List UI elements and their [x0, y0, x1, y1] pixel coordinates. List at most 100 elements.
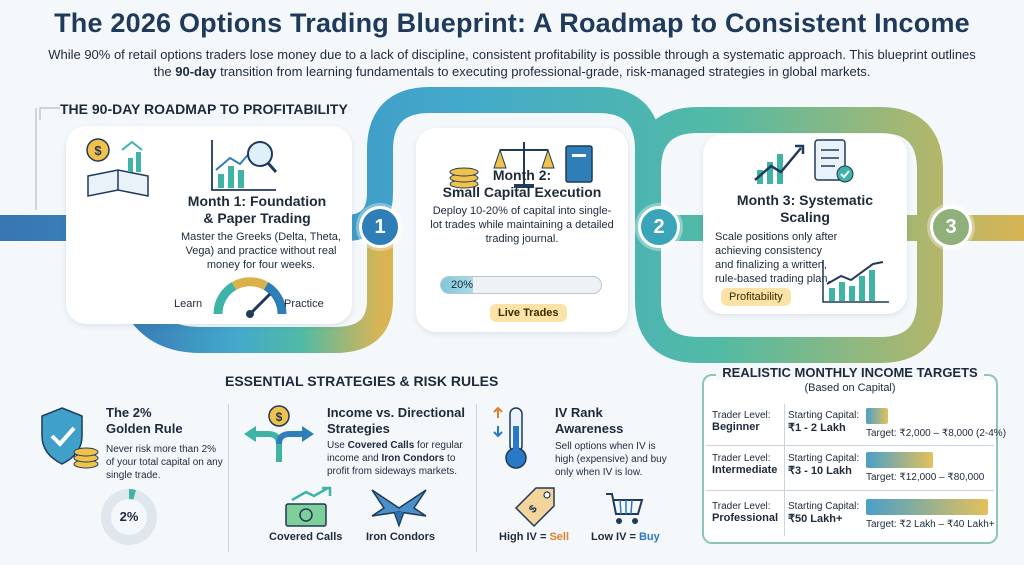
low-iv-action: Buy — [638, 531, 660, 543]
high-iv-action: Sell — [549, 531, 570, 543]
month-3-title-line2: Scaling — [780, 209, 830, 225]
income-targets-box — [702, 374, 998, 544]
intro-text-bold: 90-day — [175, 64, 217, 79]
month-3-card: Month 3: Systematic Scaling Scale positi… — [703, 134, 907, 314]
month-3-title-line1: Month 3: Systematic — [736, 192, 874, 208]
target-row-beginner: Trader Level: Beginner — [712, 410, 771, 433]
intro-text-part1: While 90% of retail options traders lose… — [48, 47, 976, 79]
golden-rule-title-line1: The 2% — [106, 405, 152, 420]
high-iv-label: High IV = Sell — [499, 531, 569, 543]
intermediate-target: Target: ₹12,000 – ₹80,000 — [866, 472, 985, 483]
beginner-level-label: Trader Level: — [712, 410, 771, 421]
iv-rank-block: IV Rank Awareness Sell options when IV i… — [555, 405, 675, 479]
month-3-title: Month 3: Systematic Scaling — [703, 192, 907, 226]
golden-rule-title-line2: Golden Rule — [106, 421, 183, 436]
income-targets-header: REALISTIC MONTHLY INCOME TARGETS — [702, 364, 998, 382]
targets-row-divider-1 — [706, 445, 994, 446]
targets-column-divider — [784, 404, 785, 536]
month-1-body: Master the Greeks (Delta, Theta, Vega) a… — [181, 231, 341, 271]
income-strategies-title: Income vs. Directional Strategies — [327, 405, 473, 437]
covered-calls-label: Covered Calls — [269, 531, 343, 543]
intermediate-capital: Starting Capital: ₹3 - 10 Lakh — [788, 453, 859, 477]
golden-rule-title: The 2% Golden Rule — [106, 405, 224, 437]
professional-level-name: Professional — [712, 512, 779, 524]
professional-capital-label: Starting Capital: — [788, 501, 860, 512]
beginner-level-name: Beginner — [712, 421, 760, 433]
month-2-title-line1: Month 2: — [492, 167, 552, 183]
roadmap-title: THE 90-DAY ROADMAP TO PROFITABILITY — [60, 101, 348, 117]
beginner-capital: Starting Capital: ₹1 - 2 Lakh — [788, 410, 859, 434]
iv-rank-body: Sell options when IV is high (expensive)… — [555, 441, 667, 478]
beginner-capital-label: Starting Capital: — [788, 410, 860, 421]
live-trades-pill: Live Trades — [490, 304, 567, 322]
iron-condors-icon — [371, 489, 427, 528]
two-percent-donut — [101, 489, 157, 545]
intermediate-target-bar — [866, 452, 933, 468]
book-money-icon: $ — [86, 138, 149, 197]
month-1-card: $ Month 1: Foundation & Paper Trading Ma… — [66, 126, 352, 324]
professional-target-bar — [866, 499, 988, 515]
target-row-professional: Trader Level: Professional — [712, 501, 778, 524]
beginner-target-bar — [866, 408, 888, 424]
month-2-progress-label: 20% — [451, 279, 474, 291]
intermediate-capital-label: Starting Capital: — [788, 453, 860, 464]
income-targets-title: REALISTIC MONTHLY INCOME TARGETS — [716, 365, 984, 380]
page-title: The 2026 Options Trading Blueprint: A Ro… — [54, 8, 970, 38]
gauge-left-label: Learn — [174, 298, 203, 310]
professional-level-label: Trader Level: — [712, 501, 771, 512]
low-iv-prefix: Low IV = — [591, 531, 639, 543]
income-targets-subtitle: (Based on Capital) — [804, 382, 896, 394]
profitability-pill: Profitability — [721, 288, 791, 306]
iv-rank-title: IV Rank Awareness — [555, 405, 675, 437]
beginner-capital-value: ₹1 - 2 Lakh — [788, 422, 846, 434]
income-body-e: to profit from sideways markets. — [327, 453, 458, 477]
month-2-progress-fill — [441, 277, 473, 293]
intro-text-part2: transition from learning fundamentals to… — [216, 64, 871, 79]
golden-rule-body: Never risk more than 2% of your total ca… — [106, 444, 223, 481]
donut-label: 2% — [119, 509, 139, 524]
income-body-a: Use — [327, 440, 348, 451]
income-strategies-block: Income vs. Directional Strategies Use Co… — [327, 405, 473, 478]
chart-magnifier-icon — [211, 140, 278, 191]
beginner-target: Target: ₹2,000 – ₹8,000 (2-4%) — [866, 428, 1007, 439]
month-1-title-line1: Month 1: Foundation — [187, 193, 327, 209]
svg-text:$: $ — [276, 410, 283, 424]
target-row-intermediate: Trader Level: Intermediate — [712, 453, 777, 476]
income-strategies-title-line1: Income vs. Directional — [327, 405, 465, 420]
month-2-title-line2: Small Capital Execution — [442, 184, 602, 200]
svg-text:$: $ — [94, 143, 102, 158]
price-tag-icon: $ — [514, 487, 555, 528]
professional-target: Target: ₹2 Lakh – ₹40 Lakh+ — [866, 519, 995, 530]
strategies-divider-1 — [228, 404, 229, 552]
step-2-circle: 2 — [638, 206, 680, 248]
gauge-right-label: Practice — [284, 298, 324, 310]
targets-row-divider-2 — [706, 490, 994, 491]
high-iv-prefix: High IV = — [499, 531, 550, 543]
professional-capital: Starting Capital: ₹50 Lakh+ — [788, 501, 859, 525]
professional-capital-value: ₹50 Lakh+ — [788, 513, 843, 525]
month-2-card: Month 2: Small Capital Execution Deploy … — [416, 128, 628, 332]
intermediate-level-label: Trader Level: — [712, 453, 771, 464]
intermediate-capital-value: ₹3 - 10 Lakh — [788, 465, 852, 477]
low-iv-label: Low IV = Buy — [591, 531, 660, 543]
month-3-body: Scale positions only after achieving con… — [715, 231, 838, 285]
iv-rank-title-line2: Awareness — [555, 421, 624, 436]
scale-coins-book-icon — [449, 142, 593, 189]
split-arrows-icon: $ — [244, 405, 314, 462]
month-2-progress-bar: 20% — [440, 276, 602, 294]
gauge-icon — [213, 277, 287, 318]
covered-calls-icon — [285, 486, 332, 527]
iv-rank-title-line1: IV Rank — [555, 405, 603, 420]
intro-text: While 90% of retail options traders lose… — [40, 46, 984, 80]
golden-rule-block: The 2% Golden Rule Never risk more than … — [106, 405, 224, 482]
step-1-circle: 1 — [359, 206, 401, 248]
step-3-circle: 3 — [930, 206, 972, 248]
shopping-cart-icon — [606, 493, 644, 524]
income-body-covered-calls: Covered Calls — [347, 440, 415, 451]
iron-condors-label: Iron Condors — [366, 531, 436, 543]
income-strategies-body: Use Covered Calls for regular income and… — [327, 439, 473, 478]
intermediate-level-name: Intermediate — [712, 464, 778, 476]
income-body-c: for regular income and — [327, 440, 463, 464]
strategies-title: ESSENTIAL STRATEGIES & RISK RULES — [225, 373, 499, 389]
income-body-iron-condors: Iron Condors — [381, 453, 445, 464]
